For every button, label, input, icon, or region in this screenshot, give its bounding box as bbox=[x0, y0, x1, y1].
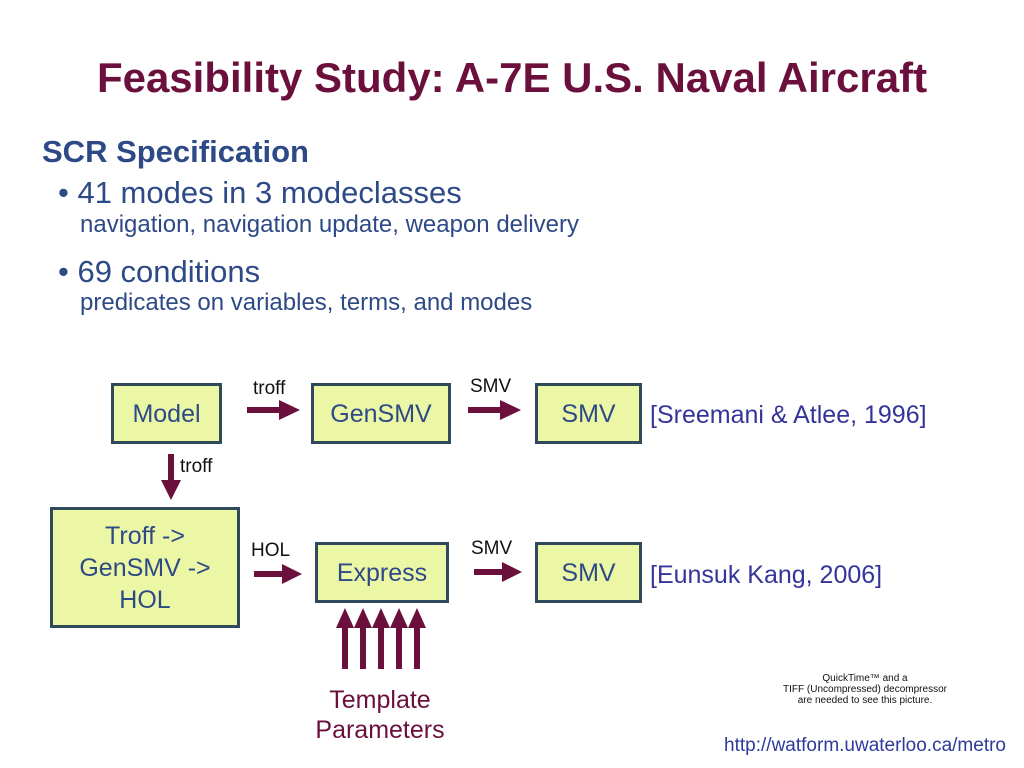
template-parameters-label: Template Parameters bbox=[290, 685, 470, 745]
bullet-modes-detail: navigation, navigation update, weapon de… bbox=[80, 211, 580, 238]
model-box-label: Model bbox=[132, 399, 201, 428]
gensmv-box: GenSMV bbox=[311, 383, 451, 444]
quicktime-notice-line-3: are needed to see this picture. bbox=[797, 695, 933, 706]
gensmv-box-label: GenSMV bbox=[330, 399, 432, 428]
troff-chain-box: Troff -> GenSMV -> HOL bbox=[50, 507, 240, 628]
arrow-gensmv-to-smv bbox=[468, 400, 521, 420]
arrow-express-to-smv bbox=[474, 562, 522, 582]
slide-title: Feasibility Study: A-7E U.S. Naval Aircr… bbox=[96, 54, 928, 101]
express-box-label: Express bbox=[336, 558, 428, 587]
edge-label-model-to-gensmv: troff bbox=[253, 378, 286, 399]
model-box: Model bbox=[111, 383, 222, 444]
template-label-line-2: Parameters bbox=[315, 716, 445, 744]
smv-bottom-box-label: SMV bbox=[561, 558, 616, 587]
smv-top-box-label: SMV bbox=[561, 399, 616, 428]
template-parameter-arrows bbox=[336, 608, 426, 669]
footer-url[interactable]: http://watform.uwaterloo.ca/metro bbox=[724, 735, 1006, 756]
edge-label-gensmv-to-smv: SMV bbox=[470, 376, 512, 397]
citation-bottom: [Eunsuk Kang, 2006] bbox=[650, 561, 883, 589]
smv-top-box: SMV bbox=[535, 383, 642, 444]
section-heading: SCR Specification bbox=[42, 134, 309, 169]
edge-label-express-to-smv: SMV bbox=[471, 538, 513, 559]
edge-label-troff-to-express: HOL bbox=[251, 540, 291, 561]
troff-chain-line-2: GenSMV -> bbox=[79, 553, 211, 582]
arrow-model-down bbox=[161, 454, 181, 500]
smv-bottom-box: SMV bbox=[535, 542, 642, 603]
troff-chain-line-1: Troff -> bbox=[105, 521, 185, 550]
template-label-line-1: Template bbox=[329, 686, 431, 714]
troff-chain-line-3: HOL bbox=[119, 585, 171, 614]
arrow-troff-to-express bbox=[254, 564, 302, 584]
express-box: Express bbox=[315, 542, 449, 603]
bullet-modes: • 41 modes in 3 modeclasses bbox=[58, 175, 462, 210]
citation-top: [Sreemani & Atlee, 1996] bbox=[650, 401, 927, 429]
arrow-model-to-gensmv bbox=[247, 400, 300, 420]
quicktime-notice: QuickTime™ and a TIFF (Uncompressed) dec… bbox=[760, 673, 970, 706]
bullet-conditions-detail: predicates on variables, terms, and mode… bbox=[80, 289, 533, 316]
quicktime-notice-line-2: TIFF (Uncompressed) decompressor bbox=[783, 684, 947, 695]
quicktime-notice-line-1: QuickTime™ and a bbox=[822, 673, 908, 684]
bullet-conditions: • 69 conditions bbox=[58, 254, 261, 289]
edge-label-model-down: troff bbox=[180, 456, 213, 477]
